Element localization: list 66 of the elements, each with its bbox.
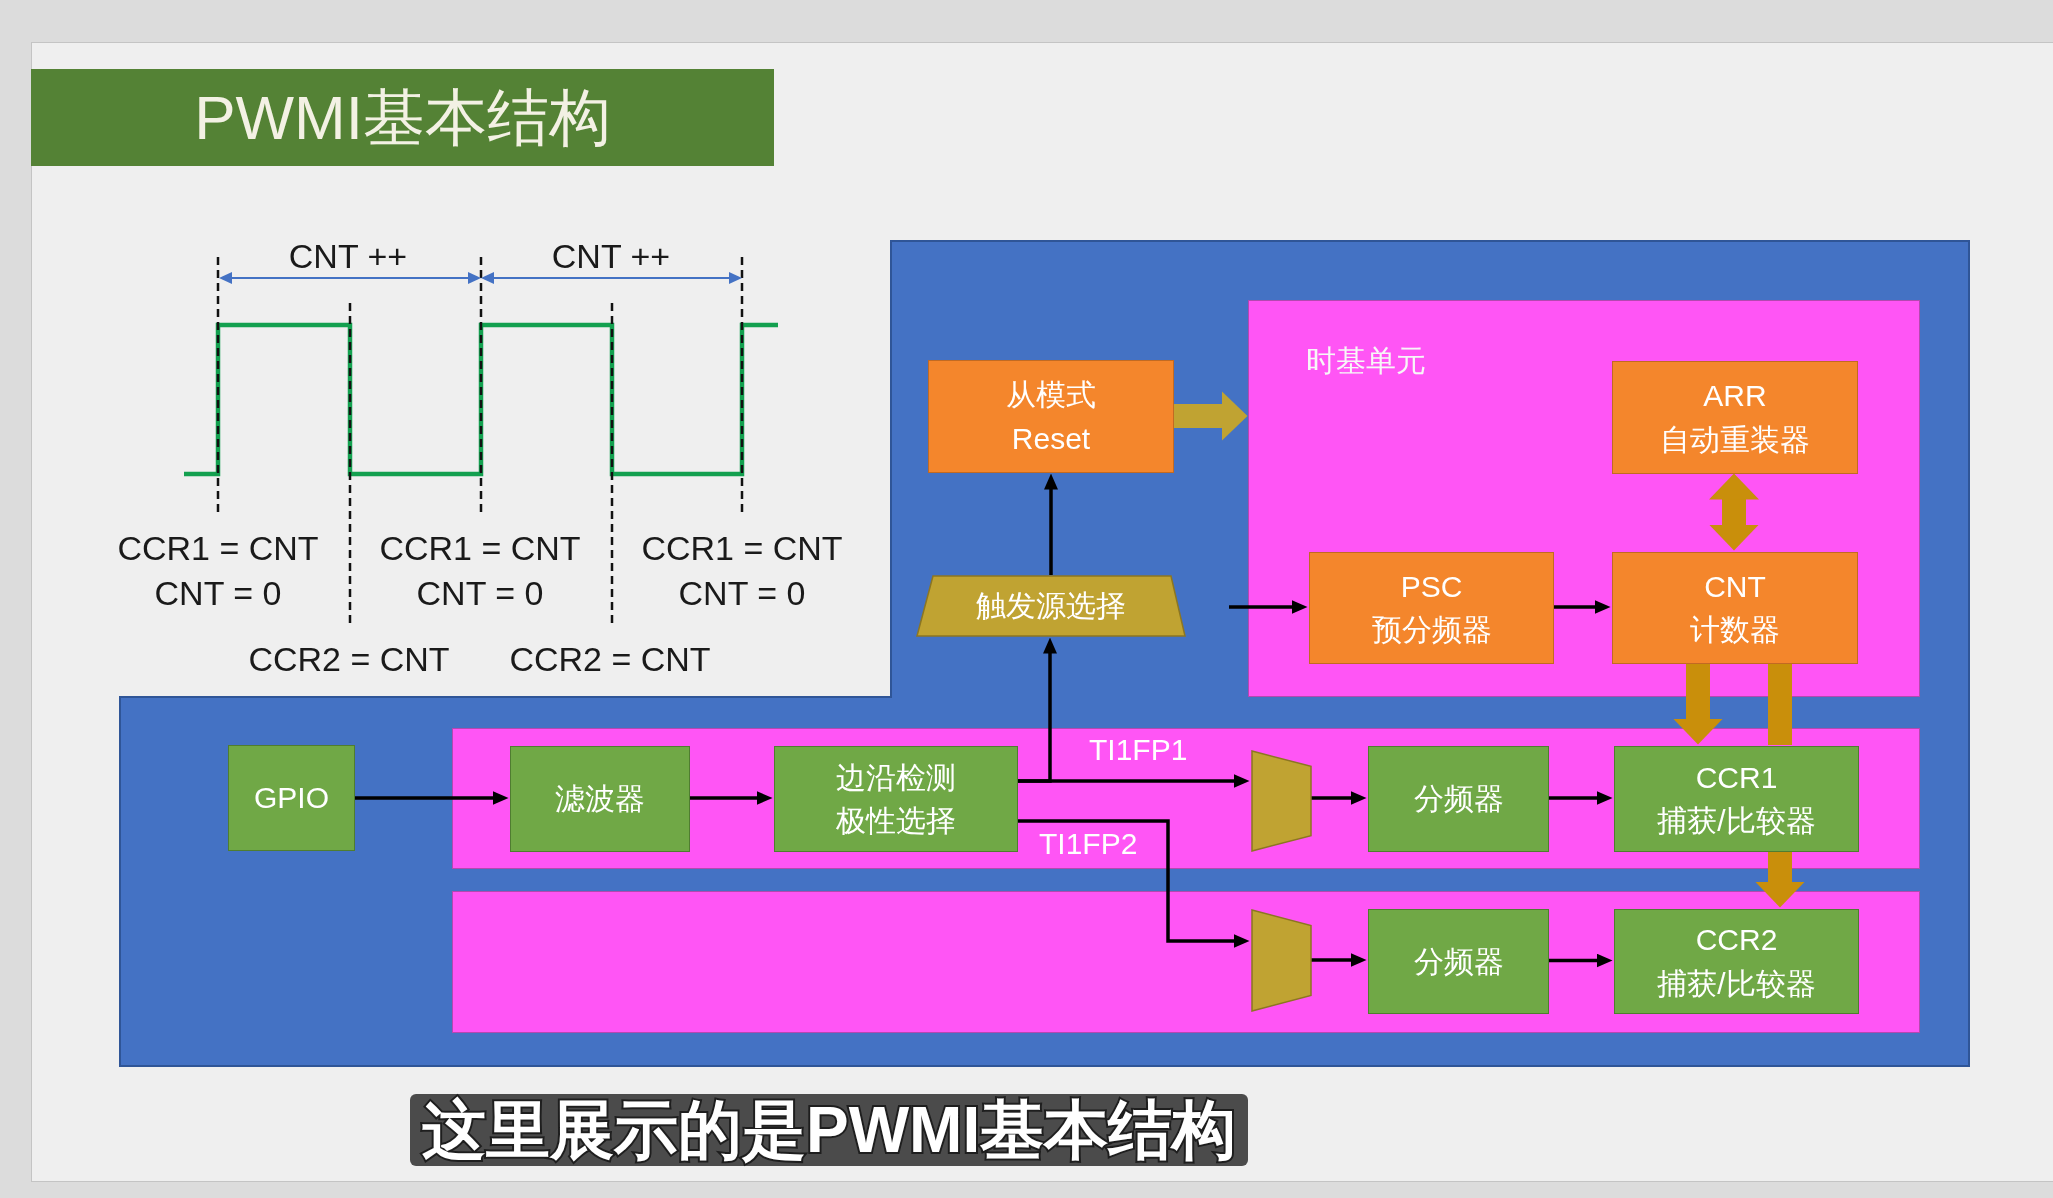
block-arrow <box>1755 851 1805 908</box>
arrow <box>1548 791 1613 805</box>
arrow <box>1229 600 1308 614</box>
annotation-text: CNT ++ <box>551 237 671 277</box>
connector-line <box>1768 663 1792 745</box>
process-box <box>928 360 1174 473</box>
node-label: 分频器 <box>1413 781 1504 818</box>
node-label: PSC <box>1400 568 1463 605</box>
arrow <box>1553 600 1611 614</box>
group-title: 时基单元 <box>1306 346 1426 376</box>
arrow <box>355 791 509 805</box>
annotation-text: CCR1 = CNT <box>641 529 843 569</box>
block-arrow <box>1709 473 1759 551</box>
process-box <box>1612 552 1858 664</box>
annotation-text: CNT ++ <box>288 237 408 277</box>
trapezoid-box <box>916 575 1186 637</box>
channel-band <box>452 728 1920 869</box>
annotation-text: CNT = 0 <box>678 574 806 614</box>
node-label: 触发源选择 <box>976 588 1126 625</box>
process-box <box>774 746 1018 852</box>
mux-trapezoid <box>1251 909 1312 1012</box>
title-banner: PWMI基本结构 <box>31 69 774 166</box>
process-box <box>1612 361 1858 474</box>
arrow <box>1017 819 1250 948</box>
process-box <box>1614 746 1859 852</box>
process-box <box>1368 746 1549 852</box>
node-label: Reset <box>1011 420 1091 457</box>
annotation-text: CCR1 = CNT <box>379 529 581 569</box>
annotation-text: CCR2 = CNT <box>248 640 450 680</box>
node-label: ARR <box>1703 378 1767 414</box>
process-box <box>510 746 690 852</box>
block-arrow <box>1174 391 1248 441</box>
node-label: 分频器 <box>1413 943 1504 980</box>
arrow <box>1311 953 1367 967</box>
arrow <box>1044 473 1058 575</box>
process-box <box>1368 909 1549 1014</box>
process-box <box>228 745 355 851</box>
arrow <box>1548 953 1613 968</box>
block-arrow <box>1673 663 1723 745</box>
channel-band <box>452 891 1920 1033</box>
node-label: 滤波器 <box>555 781 645 818</box>
node-label: 自动重装器 <box>1660 421 1810 458</box>
node-label: 极性选择 <box>836 803 956 839</box>
annotation-text: CNT = 0 <box>416 574 544 614</box>
node-label: 捕获/比较器 <box>1657 965 1816 1002</box>
node-label: CNT <box>1704 568 1766 605</box>
annotation-text: CNT = 0 <box>154 574 282 614</box>
annotation-text: CCR1 = CNT <box>117 529 319 569</box>
mux-trapezoid <box>1251 750 1312 852</box>
node-label: 从模式 <box>1006 377 1096 413</box>
node-label: 计数器 <box>1690 612 1780 648</box>
block-panel <box>119 240 1970 1067</box>
node-label: 边沿检测 <box>836 759 956 796</box>
node-label: GPIO <box>254 780 329 817</box>
arrow <box>689 791 773 805</box>
annotation-text: CCR2 = CNT <box>509 640 711 680</box>
node-label: 捕获/比较器 <box>1657 803 1816 839</box>
arrow <box>1017 637 1057 783</box>
node-label: CCR2 <box>1695 922 1778 958</box>
process-box <box>1614 909 1859 1014</box>
arrow <box>1311 791 1367 805</box>
node-label: CCR1 <box>1695 759 1778 796</box>
node-label: 预分频器 <box>1371 612 1492 648</box>
process-box <box>1309 552 1554 664</box>
group-box <box>1248 300 1920 697</box>
subtitle-caption: 这里展示的是PWMI基本结构 <box>410 1094 1249 1166</box>
